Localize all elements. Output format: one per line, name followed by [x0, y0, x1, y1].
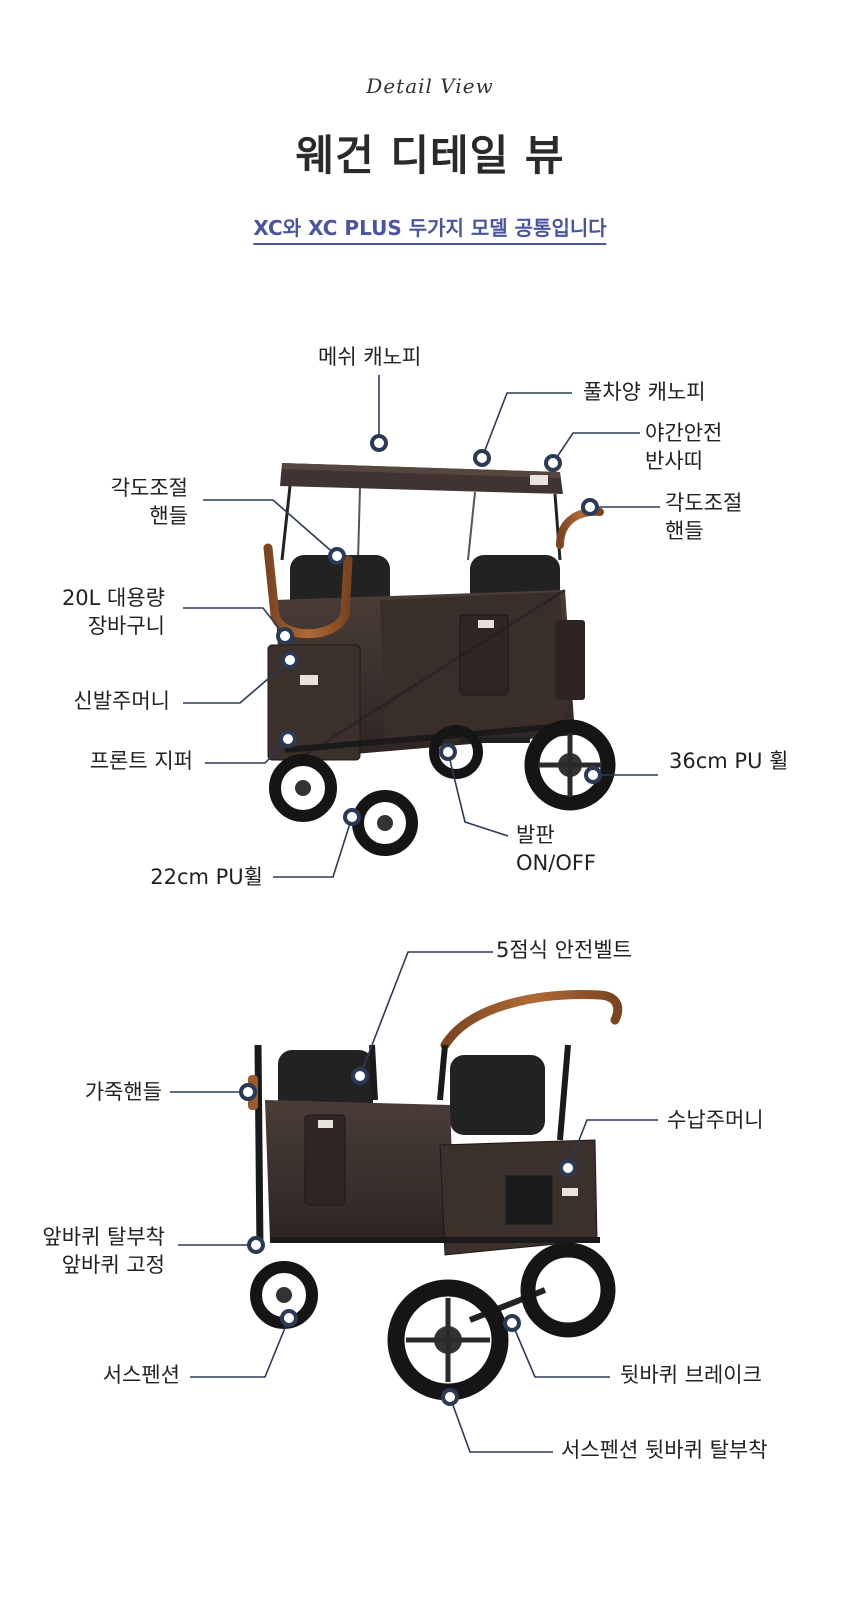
label-angle-handle-left: 각도조절 핸들	[111, 474, 188, 530]
label-leather-handle: 가죽핸들	[84, 1080, 162, 1104]
label-wheel-36: 36cm PU 휠	[669, 749, 789, 773]
label-rear-suspension: 서스펜션 뒷바퀴 탈부착	[561, 1438, 768, 1462]
label-angle-handle-right-line1: 각도조절	[665, 491, 743, 515]
label-front-wheel-line2: 앞바퀴 고정	[61, 1253, 165, 1277]
label-reflector-line2: 반사띠	[645, 449, 703, 473]
label-basket-line2: 장바구니	[87, 614, 165, 638]
label-angle-handle-right-line2: 핸들	[665, 519, 704, 543]
label-suspension: 서스펜션	[102, 1363, 180, 1387]
label-front-wheel-line1: 앞바퀴 탈부착	[42, 1225, 165, 1249]
label-footrest-line2: ON/OFF	[516, 851, 597, 875]
label-footrest: 발판 ON/OFF	[516, 821, 596, 877]
label-basket: 20L 대용량 장바구니	[62, 584, 165, 640]
label-front-zipper: 프론트 지퍼	[89, 749, 193, 773]
label-storage-pocket: 수납주머니	[667, 1108, 764, 1132]
wagon2-markers	[239, 1067, 577, 1406]
wagon1-markers	[276, 434, 602, 826]
label-front-wheel: 앞바퀴 탈부착 앞바퀴 고정	[42, 1223, 165, 1279]
page-title: 웨건 디테일 뷰	[295, 131, 565, 180]
label-reflector: 야간안전 반사띠	[645, 419, 722, 475]
label-full-canopy: 풀차양 캐노피	[583, 380, 706, 404]
label-reflector-line1: 야간안전	[645, 421, 723, 445]
label-angle-handle-right: 각도조절 핸들	[665, 489, 742, 545]
script-title: Detail View	[366, 74, 494, 98]
label-basket-line1: 20L 대용량	[61, 586, 165, 610]
label-seatbelt: 5점식 안전벨트	[496, 938, 632, 962]
wagon2-leader-lines	[170, 951, 658, 1453]
subtitle-link[interactable]: XC와 XC PLUS 두가지 모델 공통입니다	[253, 212, 607, 245]
wagon-rear-view	[248, 990, 623, 1401]
label-angle-handle-left-line2: 핸들	[149, 504, 188, 528]
label-wheel-22: 22cm PU휠	[150, 865, 263, 889]
label-rear-brake: 뒷바퀴 브레이크	[620, 1363, 762, 1387]
wagon1-leader-lines	[183, 375, 660, 878]
label-angle-handle-left-line1: 각도조절	[110, 476, 188, 500]
label-footrest-line1: 발판	[516, 823, 555, 847]
wagon-front-view	[263, 463, 616, 856]
label-mesh-canopy: 메쉬 캐노피	[318, 345, 422, 369]
label-shoe-pocket: 신발주머니	[73, 689, 170, 713]
